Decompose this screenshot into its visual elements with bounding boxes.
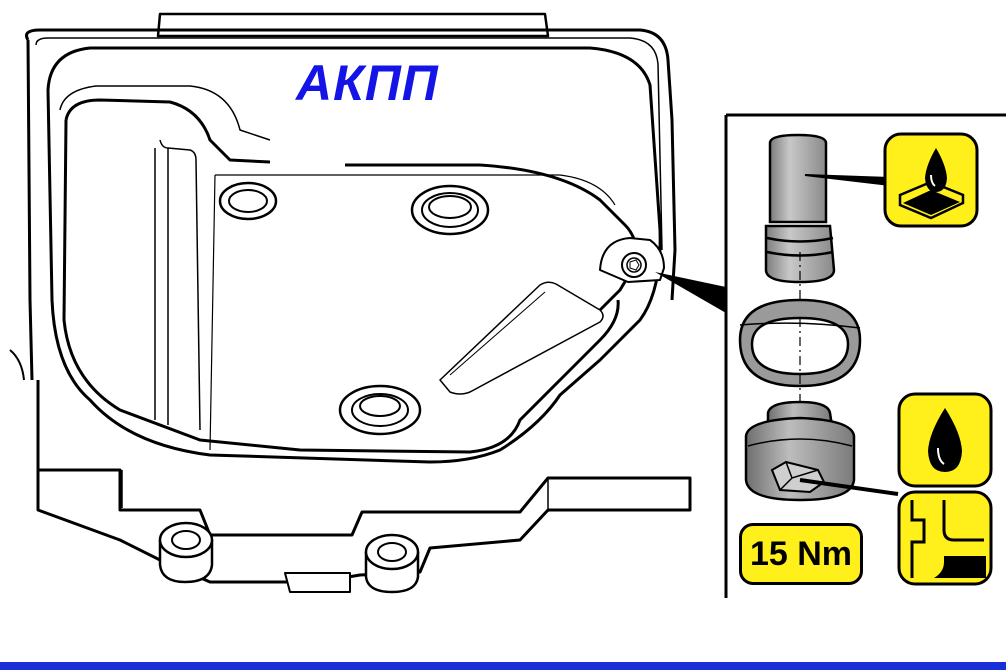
pan-boss xyxy=(218,181,278,221)
torque-spec-label: 15 Nm xyxy=(739,523,863,585)
transmission-pan xyxy=(9,12,692,594)
oil-drop-icon xyxy=(897,392,993,488)
bottom-bar xyxy=(0,662,1006,670)
oil-apply-icon xyxy=(883,132,979,228)
drain-plug xyxy=(744,400,856,502)
mounting-foot xyxy=(364,533,420,594)
drain-oil-icon xyxy=(897,490,993,586)
sealant-applicator xyxy=(764,133,836,284)
drain-plug-location xyxy=(599,237,665,283)
pan-boss xyxy=(410,184,490,236)
detail-panel xyxy=(724,113,1006,598)
pan-boss xyxy=(338,384,422,436)
mounting-foot xyxy=(158,521,214,584)
diagram-title: АКПП xyxy=(296,55,439,111)
callout-pointer xyxy=(655,272,726,313)
